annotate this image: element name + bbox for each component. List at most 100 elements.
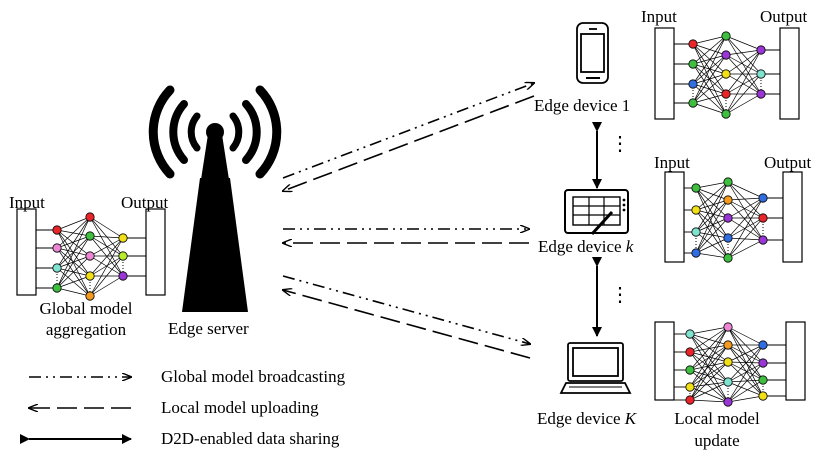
network-node bbox=[723, 233, 733, 243]
network-edge bbox=[725, 54, 762, 75]
network-edge bbox=[725, 73, 762, 115]
network-edge bbox=[695, 217, 729, 254]
network-node bbox=[691, 183, 701, 193]
network-node bbox=[723, 377, 733, 387]
network-edge bbox=[727, 379, 764, 403]
network-edge bbox=[725, 49, 762, 56]
network-node bbox=[723, 195, 733, 205]
broadcast-arrow-1 bbox=[282, 83, 534, 179]
ellipsis-upper: ⋮ bbox=[610, 133, 630, 155]
network-node bbox=[118, 251, 128, 261]
network-edge bbox=[56, 235, 91, 289]
global-model-network bbox=[16, 208, 166, 301]
edge-device-K-prefix: Edge device bbox=[537, 409, 625, 428]
input-box bbox=[664, 171, 685, 263]
network-edge bbox=[727, 181, 764, 241]
network-edge bbox=[725, 35, 762, 95]
network-edge bbox=[689, 333, 729, 383]
network-node bbox=[52, 283, 62, 293]
network-node bbox=[721, 89, 731, 99]
network-edge bbox=[727, 344, 764, 403]
network-edge bbox=[689, 399, 729, 403]
network-edge bbox=[727, 362, 764, 383]
network-node bbox=[758, 340, 768, 350]
network-node bbox=[685, 365, 695, 375]
device1-output-label: Output bbox=[760, 7, 808, 26]
network-edge bbox=[689, 361, 729, 388]
broadcast-arrow-K bbox=[282, 275, 530, 344]
network-node bbox=[118, 271, 128, 281]
edge-device-K-label: Edge device K bbox=[537, 410, 636, 427]
network-edge bbox=[695, 199, 729, 254]
network-edge bbox=[727, 344, 764, 363]
network-edge bbox=[727, 197, 764, 259]
network-node bbox=[685, 347, 695, 357]
network-edge bbox=[89, 235, 124, 239]
network-edge bbox=[689, 386, 729, 403]
global-model-label-line1: Global model bbox=[39, 299, 133, 318]
network-edge bbox=[727, 326, 764, 346]
edge-device-k-label: Edge device k bbox=[538, 238, 633, 255]
network-node bbox=[118, 233, 128, 243]
network-edge bbox=[727, 361, 764, 381]
network-edge bbox=[695, 252, 729, 259]
laptop-icon bbox=[559, 342, 632, 394]
network-node bbox=[52, 263, 62, 273]
device1-input-label: Input bbox=[641, 7, 677, 26]
network-edge bbox=[689, 326, 729, 353]
network-node bbox=[758, 235, 768, 245]
network-node bbox=[52, 243, 62, 253]
network-edge bbox=[727, 344, 764, 397]
network-edge bbox=[727, 381, 764, 397]
network-edge bbox=[727, 361, 764, 364]
network-edge bbox=[89, 255, 124, 277]
network-edge bbox=[695, 231, 729, 259]
network-edge bbox=[695, 217, 729, 233]
network-node bbox=[688, 39, 698, 49]
devicek-output-label: Output bbox=[764, 153, 812, 172]
network-node bbox=[691, 227, 701, 237]
network-edge bbox=[689, 326, 729, 388]
network-edge bbox=[695, 209, 729, 239]
network-edge bbox=[56, 216, 91, 249]
network-edge bbox=[56, 229, 91, 297]
network-edge bbox=[725, 73, 762, 95]
network-edge bbox=[689, 344, 729, 388]
edge-device-K-var: K bbox=[624, 409, 637, 428]
output-box bbox=[779, 27, 800, 120]
network-node bbox=[52, 225, 62, 235]
network-edge bbox=[692, 35, 727, 104]
input-box bbox=[654, 27, 675, 120]
network-edge bbox=[727, 197, 764, 239]
network-edge bbox=[727, 181, 764, 199]
network-node bbox=[688, 98, 698, 108]
network-edge bbox=[727, 199, 764, 241]
network-edge bbox=[725, 49, 762, 115]
network-node bbox=[85, 231, 95, 241]
output-box bbox=[785, 321, 806, 401]
network-node bbox=[758, 375, 768, 385]
network-edge bbox=[689, 369, 729, 383]
communication-arrows bbox=[282, 83, 534, 359]
network-node bbox=[685, 382, 695, 392]
network-edge bbox=[689, 326, 729, 335]
edge-server-label: Edge server bbox=[168, 319, 249, 338]
network-edge bbox=[689, 344, 729, 401]
network-edge bbox=[89, 216, 124, 257]
network-edge bbox=[727, 197, 764, 219]
network-edge bbox=[727, 344, 764, 383]
tablet-icon bbox=[564, 189, 629, 236]
network-edge bbox=[695, 199, 729, 211]
local-model-network-device-k bbox=[664, 171, 803, 263]
network-node bbox=[85, 251, 95, 261]
network-edge bbox=[727, 199, 764, 219]
network-edge bbox=[727, 379, 764, 383]
network-edge bbox=[727, 197, 764, 201]
network-edge bbox=[695, 187, 729, 259]
network-node bbox=[758, 193, 768, 203]
output-box bbox=[782, 171, 803, 263]
network-edge bbox=[727, 362, 764, 403]
network-node bbox=[721, 69, 731, 79]
